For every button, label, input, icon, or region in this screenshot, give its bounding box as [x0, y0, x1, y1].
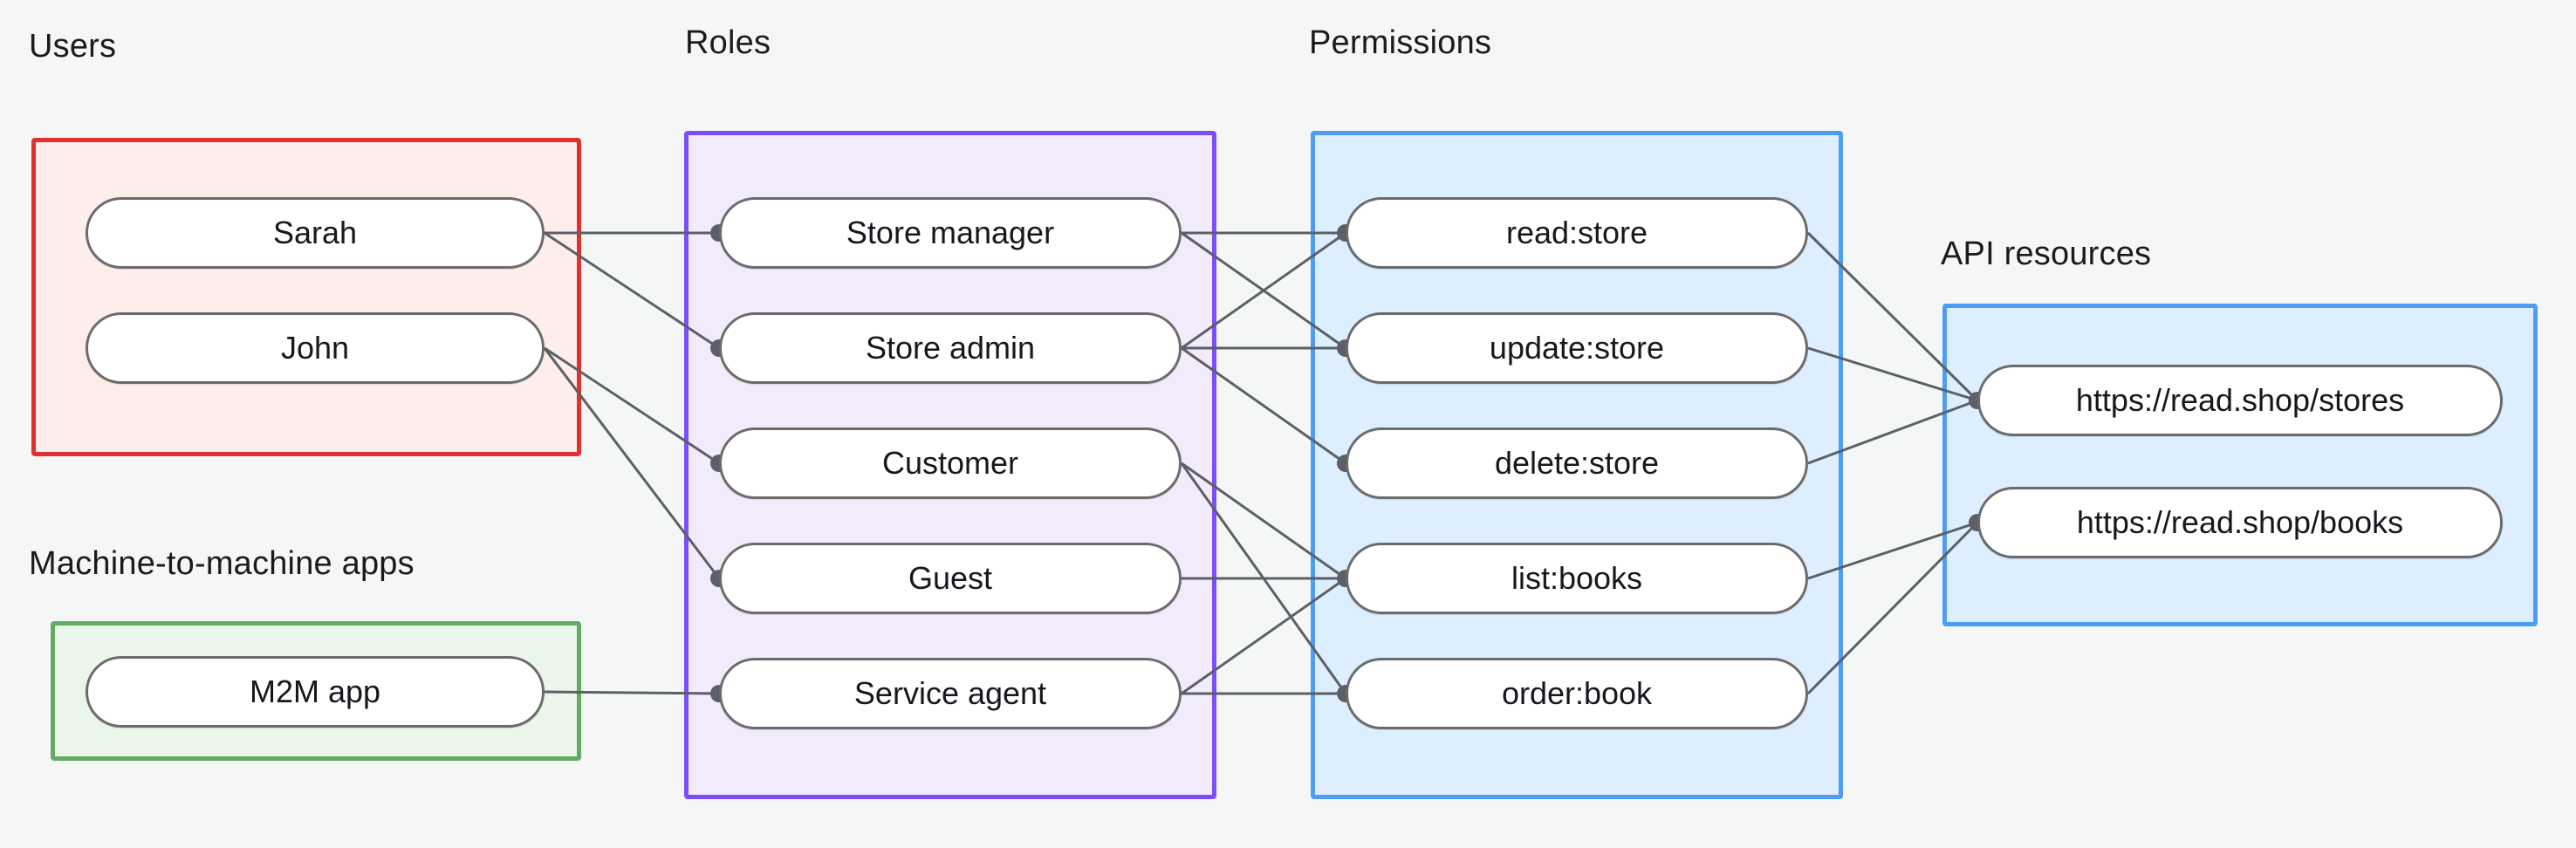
node-label-order-book: order:book	[1501, 675, 1653, 711]
group-box-api-resources	[1942, 304, 2538, 626]
node-label-store-manager: Store manager	[846, 215, 1055, 250]
node-label-john: John	[280, 330, 350, 366]
node-m2mapp[interactable]: M2M app	[86, 656, 545, 728]
group-label-permissions: Permissions	[1309, 24, 1492, 61]
node-label-m2mapp: M2M app	[249, 674, 381, 709]
node-customer[interactable]: Customer	[719, 427, 1182, 499]
node-label-customer: Customer	[881, 445, 1019, 481]
node-label-update-store: update:store	[1489, 330, 1665, 366]
group-label-users: Users	[29, 28, 117, 65]
node-read-store[interactable]: read:store	[1346, 197, 1808, 269]
group-label-api-resources: API resources	[1941, 236, 2152, 272]
node-service-agent[interactable]: Service agent	[719, 658, 1182, 729]
node-res-stores[interactable]: https://read.shop/stores	[1977, 365, 2503, 436]
node-order-book[interactable]: order:book	[1346, 658, 1808, 729]
node-label-res-books: https://read.shop/books	[2076, 504, 2404, 540]
node-label-delete-store: delete:store	[1494, 445, 1660, 481]
node-label-sarah: Sarah	[272, 215, 358, 250]
node-res-books[interactable]: https://read.shop/books	[1977, 487, 2503, 558]
node-guest[interactable]: Guest	[719, 543, 1182, 614]
node-store-manager[interactable]: Store manager	[719, 197, 1182, 269]
node-store-admin[interactable]: Store admin	[719, 312, 1182, 384]
node-label-guest: Guest	[908, 560, 993, 596]
node-john[interactable]: John	[86, 312, 545, 384]
node-label-store-admin: Store admin	[865, 330, 1036, 366]
node-list-books[interactable]: list:books	[1346, 543, 1808, 614]
group-label-roles: Roles	[685, 24, 771, 61]
group-box-users	[31, 138, 581, 456]
node-label-res-stores: https://read.shop/stores	[2075, 382, 2405, 418]
node-label-read-store: read:store	[1505, 215, 1648, 250]
node-sarah[interactable]: Sarah	[86, 197, 545, 269]
node-label-list-books: list:books	[1511, 560, 1643, 596]
group-label-m2m: Machine-to-machine apps	[29, 545, 414, 582]
node-label-service-agent: Service agent	[853, 675, 1047, 711]
node-delete-store[interactable]: delete:store	[1346, 427, 1808, 499]
node-update-store[interactable]: update:store	[1346, 312, 1808, 384]
